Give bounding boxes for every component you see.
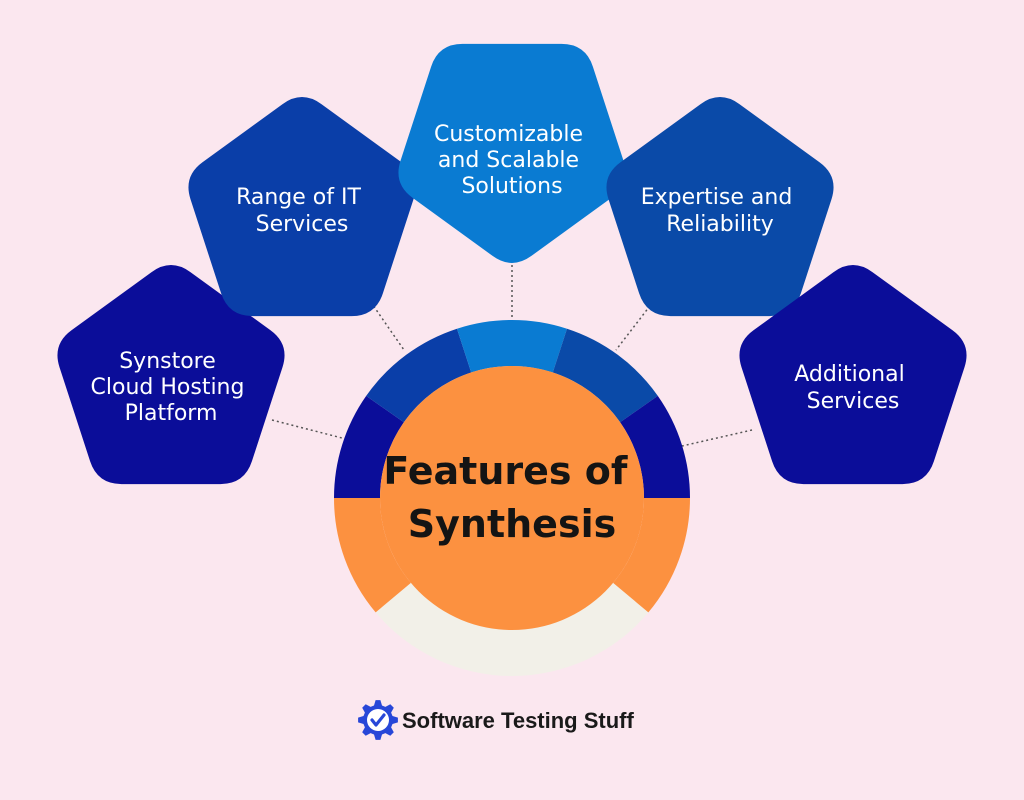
connector-line-1 — [271, 419, 343, 439]
center-title-line-2: Synthesis — [408, 502, 616, 546]
feature-label-3-line-3: Solutions — [461, 174, 562, 199]
center-ring — [334, 320, 690, 676]
feature-label-5-line-1: Additional — [794, 362, 904, 387]
center-title: Features of Synthesis — [383, 449, 640, 546]
feature-labels: Synstore Cloud Hosting Platform Range of… — [91, 122, 911, 426]
ring-segment-3 — [456, 320, 568, 373]
feature-label-1-line-1: Synstore — [119, 349, 216, 374]
feature-label-3: Customizable and Scalable Solutions — [434, 122, 590, 199]
feature-pentagon-1 — [57, 265, 285, 485]
feature-label-2: Range of IT Services — [236, 185, 368, 237]
feature-label-5: Additional Services — [794, 362, 911, 414]
connector-line-5 — [681, 429, 753, 447]
ring-segment-5 — [620, 395, 690, 498]
feature-label-4-line-2: Reliability — [666, 212, 774, 237]
feature-pentagon-5 — [739, 265, 967, 485]
feature-label-3-line-1: Customizable — [434, 122, 583, 147]
center-circle — [380, 366, 644, 630]
feature-pentagon-2 — [188, 97, 416, 317]
center-title-line-1: Features of — [383, 449, 628, 493]
ring-segment-2 — [366, 328, 472, 423]
feature-label-5-line-2: Services — [807, 389, 900, 414]
feature-pentagon-4 — [606, 97, 834, 317]
ring-side-fill — [334, 498, 690, 613]
feature-label-2-line-2: Services — [256, 212, 349, 237]
brand-name: Software Testing Stuff — [402, 708, 634, 733]
gear-check-icon — [358, 700, 398, 740]
ring-segment-4 — [552, 328, 658, 423]
feature-shapes — [57, 43, 967, 485]
feature-label-2-line-1: Range of IT — [236, 185, 361, 210]
feature-label-4: Expertise and Reliability — [641, 185, 800, 237]
ring-segment-1 — [334, 395, 404, 498]
feature-label-4-line-1: Expertise and — [641, 185, 793, 210]
feature-label-1: Synstore Cloud Hosting Platform — [91, 349, 252, 426]
brand-logo: Software Testing Stuff — [358, 700, 634, 740]
feature-label-1-line-2: Cloud Hosting — [91, 375, 245, 400]
feature-label-1-line-3: Platform — [125, 401, 218, 426]
feature-pentagon-3 — [398, 43, 626, 263]
feature-label-3-line-2: and Scalable — [438, 148, 579, 173]
check-icon — [370, 713, 386, 727]
